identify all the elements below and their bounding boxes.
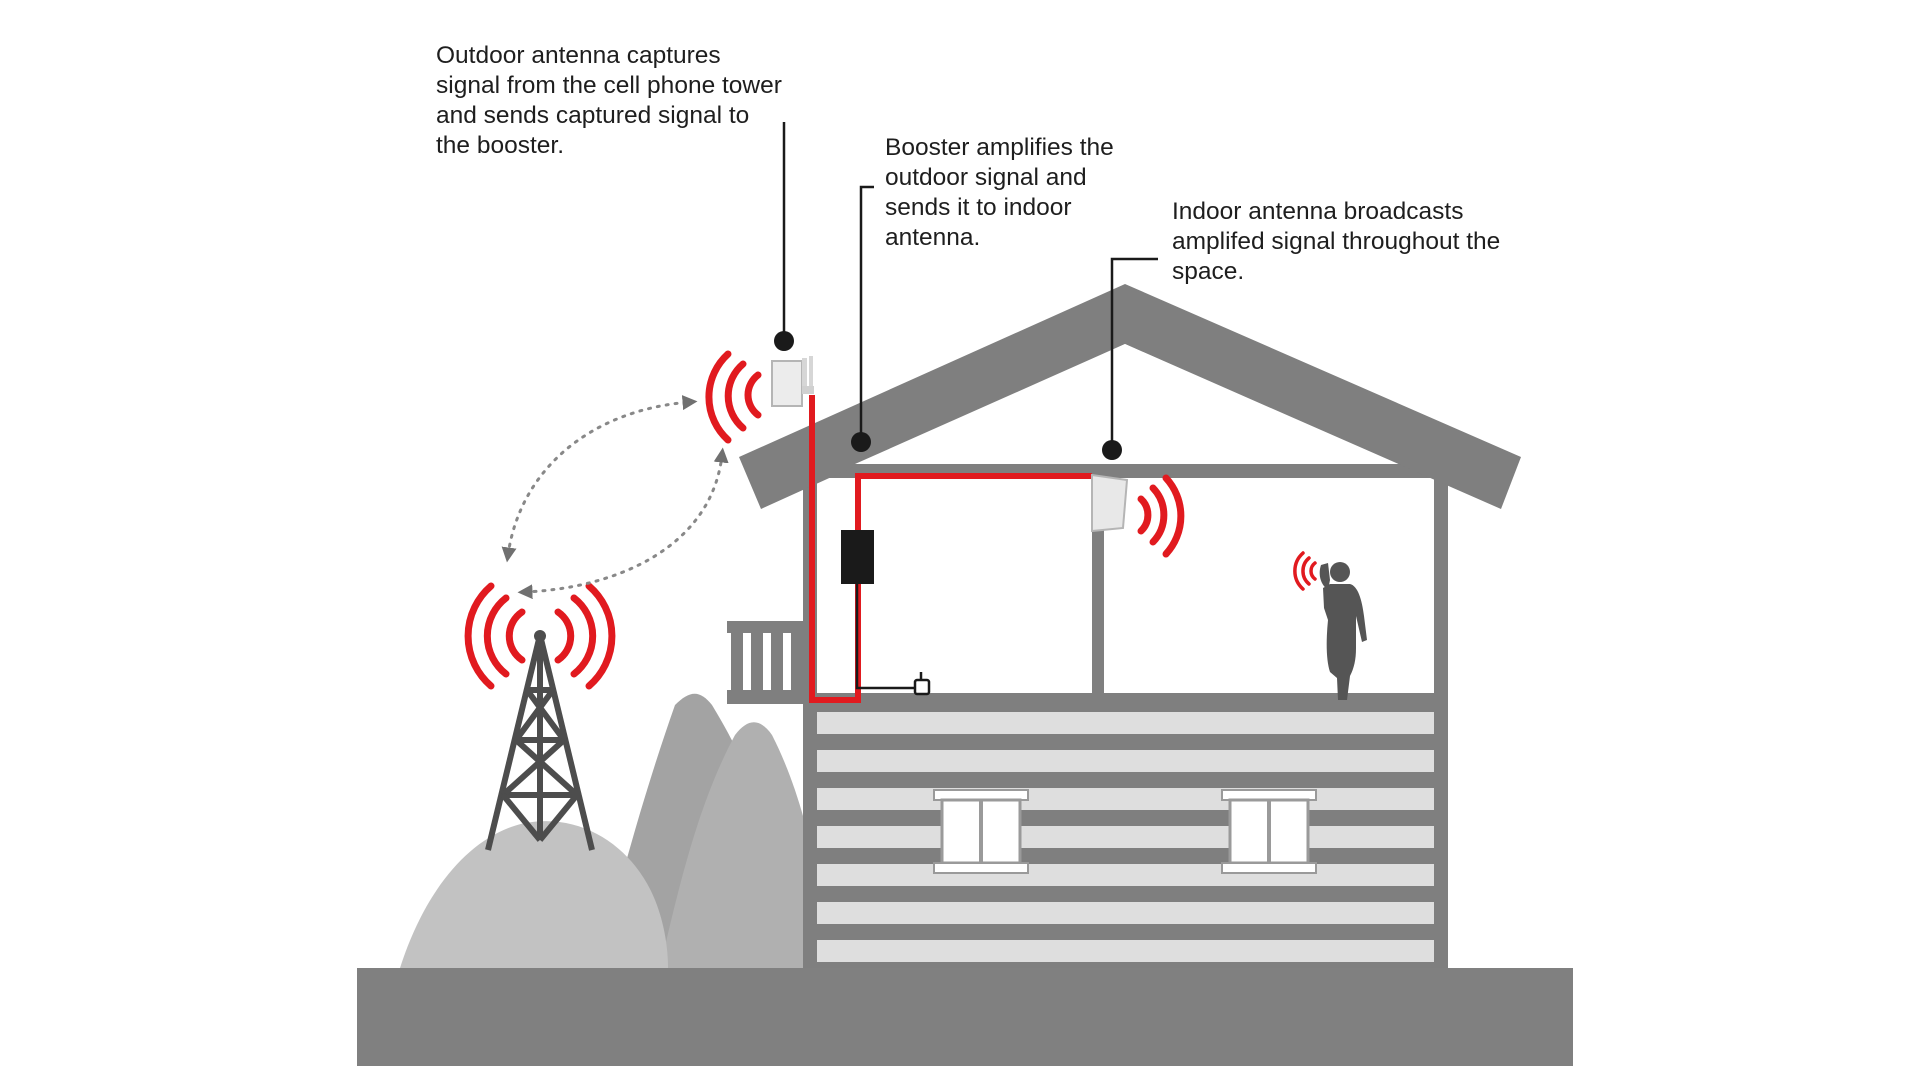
callout-indoor-antenna-line-2: amplifed signal throughout the: [1172, 228, 1501, 255]
callout-indoor-antenna-line-3: space.: [1172, 258, 1245, 285]
window-right: [1221, 789, 1317, 874]
booster-power-cord: [855, 584, 915, 690]
floor-slab: [803, 693, 1448, 709]
power-plug-icon: [913, 672, 931, 696]
booster-callout-dot: [851, 432, 871, 452]
ground: [357, 968, 1573, 1066]
uplink-arrow: [501, 395, 698, 563]
booster-icon: [841, 530, 874, 584]
house-right-wall: [1434, 476, 1448, 701]
callout-outdoor-antenna: Outdoor antenna captures signal from the…: [436, 41, 782, 161]
callout-outdoor-antenna-line-1: Outdoor antenna captures: [436, 42, 721, 69]
coax-cable: [809, 395, 1092, 703]
balcony-railing: [727, 621, 809, 704]
indoor-antenna-callout-dot: [1102, 440, 1122, 460]
person-on-phone-icon: [1319, 562, 1367, 700]
outdoor-antenna-icon: [771, 356, 814, 407]
callout-indoor-antenna: Indoor antenna broadcasts amplifed signa…: [1172, 197, 1500, 287]
callout-outdoor-antenna-line-3: and sends captured signal to: [436, 102, 750, 129]
callout-booster-line-3: sends it to indoor: [885, 194, 1072, 221]
callout-booster-line-4: antenna.: [885, 224, 981, 251]
callout-leaders: [782, 122, 1158, 448]
indoor-antenna-icon: [1091, 473, 1129, 533]
outdoor-antenna-callout-dot: [774, 331, 794, 351]
cell-tower-icon: [485, 634, 595, 851]
callout-booster-line-2: outdoor signal and: [885, 164, 1087, 191]
hill-front: [400, 821, 668, 968]
downlink-arrow: [517, 447, 729, 600]
indoor-antenna-signal-waves: [1137, 474, 1185, 558]
person-phone-signal-waves: [1293, 551, 1317, 591]
outdoor-antenna-signal-waves: [705, 350, 762, 444]
callout-dots: [774, 331, 1122, 460]
house-roof: [739, 284, 1521, 509]
attic-gable: [855, 344, 1395, 464]
callout-booster-line-1: Booster amplifies the: [885, 134, 1114, 161]
tower-tip: [534, 630, 546, 642]
callout-outdoor-antenna-line-2: signal from the cell phone tower: [436, 72, 782, 99]
callout-indoor-antenna-line-1: Indoor antenna broadcasts: [1172, 198, 1464, 225]
hill-mid: [660, 722, 832, 968]
window-left: [933, 789, 1029, 874]
callout-outdoor-antenna-line-4: the booster.: [436, 132, 565, 159]
callout-booster: Booster amplifies the outdoor signal and…: [885, 133, 1114, 253]
